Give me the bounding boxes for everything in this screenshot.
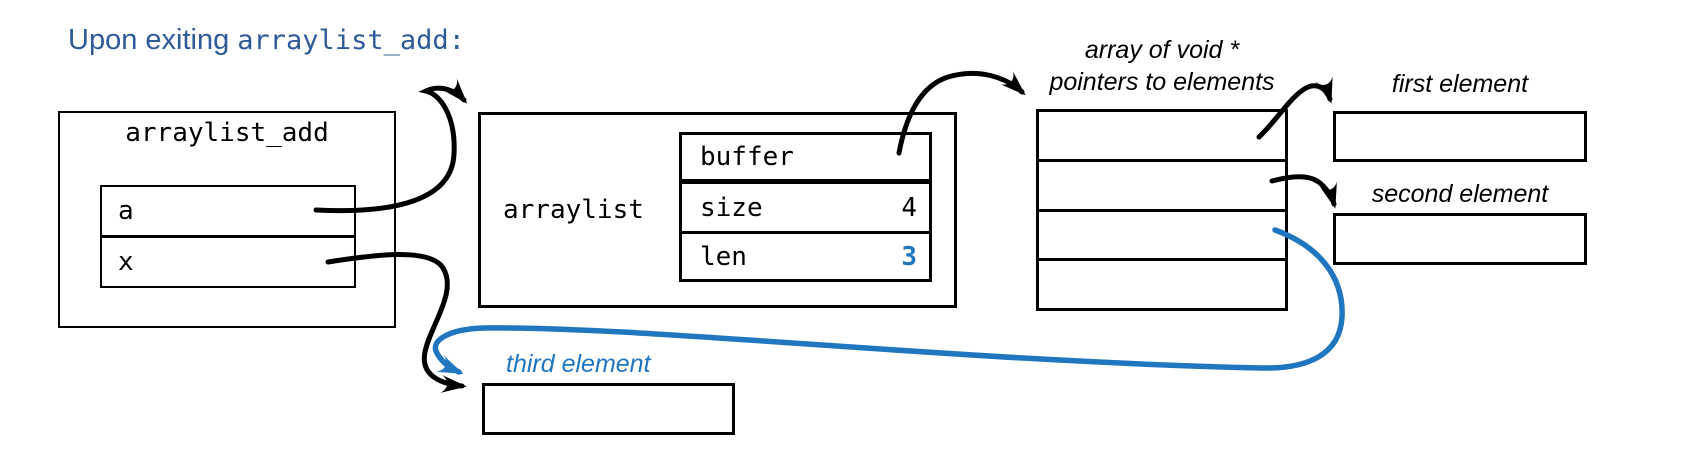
second-element-box	[1333, 213, 1587, 265]
slide-title-text: Upon exiting	[68, 24, 238, 56]
field-size-value: 4	[901, 192, 917, 223]
first-element-label: first element	[1391, 70, 1529, 98]
arraylist-label: arraylist	[503, 195, 644, 225]
first-element-box	[1333, 111, 1587, 162]
second-element-label: second element	[1371, 180, 1549, 208]
field-buffer-name: buffer	[700, 142, 794, 172]
pointer-array-label-line2: pointers to elements	[1049, 68, 1275, 96]
field-len-value: 3	[901, 241, 917, 272]
field-row-buffer: buffer	[682, 135, 929, 179]
pointer-cell-2	[1039, 208, 1285, 259]
field-row-len: len 3	[682, 231, 929, 279]
pointer-cell-3	[1039, 258, 1285, 308]
slide-title-code: arraylist_add:	[237, 25, 465, 56]
pointer-cell-1	[1039, 158, 1285, 209]
var-x-label: x	[118, 247, 134, 277]
arraylist-struct-table: buffer size 4 len 3	[679, 132, 932, 282]
pointer-array-box	[1036, 109, 1288, 311]
pointer-cell-0	[1039, 112, 1285, 159]
var-row-x: x	[102, 235, 354, 286]
third-element-box	[482, 383, 735, 435]
pointer-array-label-line1: array of void *	[1084, 36, 1240, 64]
pointer-array-label: array of void * pointers to elements	[1032, 34, 1292, 98]
third-element-label: third element	[506, 350, 651, 378]
field-row-size: size 4	[682, 179, 929, 231]
stack-frame-title: arraylist_add	[125, 118, 329, 148]
field-size-name: size	[700, 192, 763, 223]
field-len-name: len	[700, 241, 747, 272]
var-row-a: a	[102, 187, 354, 235]
stack-frame-vars: a x	[100, 185, 356, 288]
var-a-label: a	[118, 196, 134, 226]
slide-title: Upon exiting arraylist_add:	[68, 24, 465, 57]
